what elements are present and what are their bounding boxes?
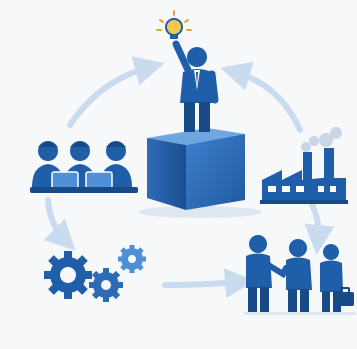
leader-on-box [138,10,262,218]
arrow-team-to-gears [43,197,76,251]
business-partners [244,235,356,315]
team-at-laptops [30,141,138,193]
laptop-1 [51,171,79,189]
handshake-icon [244,235,356,315]
box-side [186,134,245,210]
small-gear-icon [118,245,146,273]
large-gear-icon [44,251,92,299]
arrow-factory-to-leader [220,61,303,133]
lightbulb-icon [156,10,192,39]
gears-icon [44,245,146,302]
desk [30,187,138,193]
laptop-2 [85,171,113,189]
businessman-with-lightbulb-icon [156,10,219,132]
box-top [147,128,245,145]
process-gears [44,245,146,302]
box-front [147,138,186,210]
arrow-team-to-leader [67,56,165,128]
arrow-factory-to-partners [304,202,335,255]
team-icon [30,141,138,193]
box-shadow [138,206,262,218]
factory-icon [260,127,348,204]
cycle-arrows [43,56,335,299]
medium-gear-icon [89,268,123,302]
factory [260,127,348,204]
arrow-gears-to-partners [162,268,255,299]
briefcase-icon [336,292,354,306]
